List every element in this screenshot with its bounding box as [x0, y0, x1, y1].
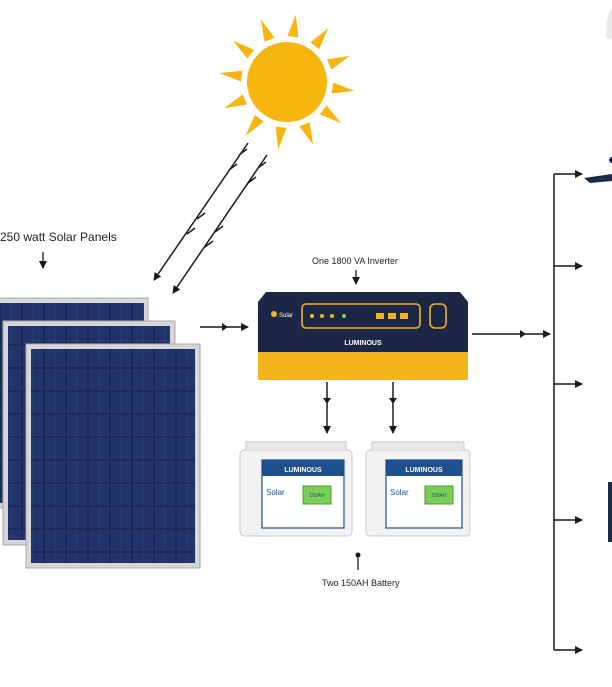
battery-right-badge: Solar: [390, 488, 409, 497]
solar-panels-label: 250 watt Solar Panels: [0, 230, 117, 244]
sunlight-arrow-ticks-1: [186, 148, 248, 235]
sun-ray: [299, 122, 314, 145]
sun-rays: [219, 14, 355, 150]
sunlight-arrows: [153, 142, 268, 294]
sunlight-arrow-1: [153, 142, 249, 281]
sun-ray: [260, 19, 275, 42]
battery-right: LUMINOUS Solar 150AH: [365, 441, 471, 537]
inverter-control-panel: [301, 303, 421, 329]
sun-disc: [247, 42, 327, 122]
bulb-icon: [606, 10, 612, 40]
sun-ray: [275, 126, 287, 150]
inverter-brand: LUMINOUS: [344, 340, 382, 347]
sun-ray: [327, 55, 350, 70]
battery-left-badge: Solar: [266, 488, 285, 497]
sun-ray: [233, 40, 255, 59]
load-distribution-bus: [553, 170, 583, 654]
sun-icon: [219, 14, 355, 150]
television-icon: [608, 482, 612, 542]
battery-left-capacity: 150AH: [309, 493, 325, 499]
inverter-base: [258, 352, 468, 380]
sun-ray: [219, 70, 243, 82]
sunlight-arrow-2: [172, 154, 268, 294]
inverter-power-button: [429, 303, 447, 329]
sun-ray: [245, 114, 264, 136]
battery-left-brand: LUMINOUS: [284, 467, 322, 474]
sun-ray: [287, 14, 299, 38]
battery-right-capacity: 150AH: [431, 493, 447, 499]
inverter-to-battery-arrows: [323, 382, 397, 434]
load-icons-cropped: [584, 10, 612, 542]
sun-ray: [331, 82, 355, 94]
sun-ray: [319, 105, 341, 124]
inverter-label: One 1800 VA Inverter: [312, 256, 398, 266]
ceiling-fan-icon: [584, 174, 612, 183]
solar-panel-front: [25, 343, 201, 569]
inverter: Solar LUMINOUS: [258, 292, 468, 380]
inverter-badge: Solar: [279, 313, 293, 319]
inverter-logo-icon: [271, 311, 277, 317]
sun-ray: [310, 28, 329, 50]
panel-to-inverter-tick: [222, 323, 228, 331]
solar-panels: [0, 297, 201, 569]
sunlight-arrow-ticks-2: [204, 161, 267, 248]
sun-ray: [224, 94, 247, 109]
inverter-body: [258, 292, 468, 352]
battery-left: LUMINOUS Solar 150AH: [239, 441, 353, 537]
battery-right-brand: LUMINOUS: [405, 467, 443, 474]
battery-label: Two 150AH Battery: [322, 578, 400, 588]
